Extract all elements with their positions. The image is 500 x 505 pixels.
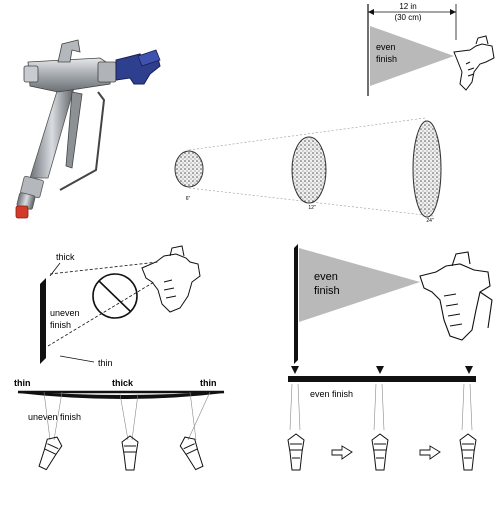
hand-sketches-left <box>38 435 204 471</box>
cone2-label-finish: finish <box>314 285 340 297</box>
prohibited-icon <box>92 273 138 319</box>
distance-cm-label: (30 cm) <box>394 13 421 22</box>
thin-side-label: thin <box>98 358 113 368</box>
distance-in-label: 12 in <box>399 2 416 11</box>
size-24-label: 24" <box>426 218 434 224</box>
even-thickness-bar <box>288 376 476 382</box>
bar-thick-mid: thick <box>112 378 134 388</box>
hand-sketches-right <box>287 433 477 471</box>
even-spray-cone <box>370 26 454 86</box>
cone-label-finish: finish <box>376 54 397 64</box>
bar-thin-right: thin <box>200 378 217 388</box>
bar-thin-left: thin <box>14 378 31 388</box>
cone-label-even: even <box>376 42 396 52</box>
size-12-label: 12" <box>308 205 316 211</box>
cone2-label-even: even <box>314 271 338 283</box>
even-finish-caption: even finish <box>310 389 353 399</box>
pattern-24in <box>412 120 442 218</box>
bottom-right-panel: even finish even finish <box>287 244 493 471</box>
pattern-6in <box>174 150 204 188</box>
bottom-left-panel: thick uneven finish thin thin thick thin… <box>14 245 225 471</box>
gun-sketch-icon <box>453 35 495 91</box>
arrow-left-icon-1 <box>331 445 353 460</box>
pattern-size-row: 6" 12" 24" <box>174 117 442 224</box>
spray-gun-photo <box>15 39 161 219</box>
even-spray-cone-large <box>299 248 420 322</box>
pattern-12in <box>291 136 327 204</box>
thick-label: thick <box>56 252 75 262</box>
arrow-left-icon-2 <box>419 445 441 460</box>
size-6-label: 6" <box>186 196 191 202</box>
gun-hand-sketch-icon <box>141 245 201 313</box>
top-right-panel: 12 in (30 cm) even finish <box>367 2 495 96</box>
finish-label: finish <box>50 320 71 330</box>
uneven-label: uneven <box>50 308 80 318</box>
gun-hand-large-icon <box>419 251 493 341</box>
uneven-finish-caption: uneven finish <box>28 412 81 422</box>
red-inlet-cap-icon <box>15 205 29 219</box>
